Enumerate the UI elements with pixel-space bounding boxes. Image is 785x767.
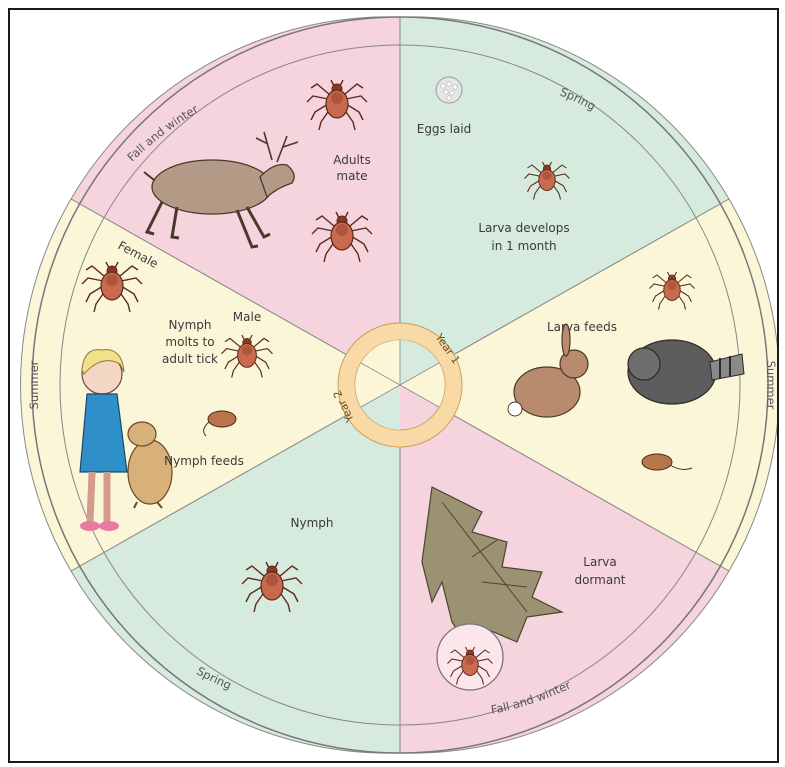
larva-magnifier [437, 624, 503, 690]
adults-mate-line2: mate [336, 169, 367, 183]
nymph-feeds-label: Nymph feeds [164, 454, 244, 468]
male-label: Male [233, 310, 261, 324]
nymph-label: Nymph [291, 516, 334, 530]
eggs-icon [436, 77, 462, 103]
season-label-summer-right: Summer [764, 361, 777, 410]
nymph-molts-line3: adult tick [162, 352, 218, 366]
larva-dormant-line1: Larva [583, 555, 616, 569]
nymph-molts-line1: Nymph [169, 318, 212, 332]
larva-feeds-label: Larva feeds [547, 320, 617, 334]
figure-frame: Fall and winter Spring Summer Fall and w… [8, 8, 779, 763]
eggs-laid-label: Eggs laid [417, 122, 472, 136]
nymph-molts-line2: molts to [165, 335, 214, 349]
larva-develops-line1: Larva develops [478, 221, 569, 235]
tick-life-cycle-diagram: Fall and winter Spring Summer Fall and w… [10, 10, 777, 761]
adults-mate-line1: Adults [333, 153, 371, 167]
season-label-summer-left: Summer [27, 360, 41, 409]
larva-dormant-line2: dormant [574, 573, 625, 587]
larva-develops-line2: in 1 month [491, 239, 556, 253]
